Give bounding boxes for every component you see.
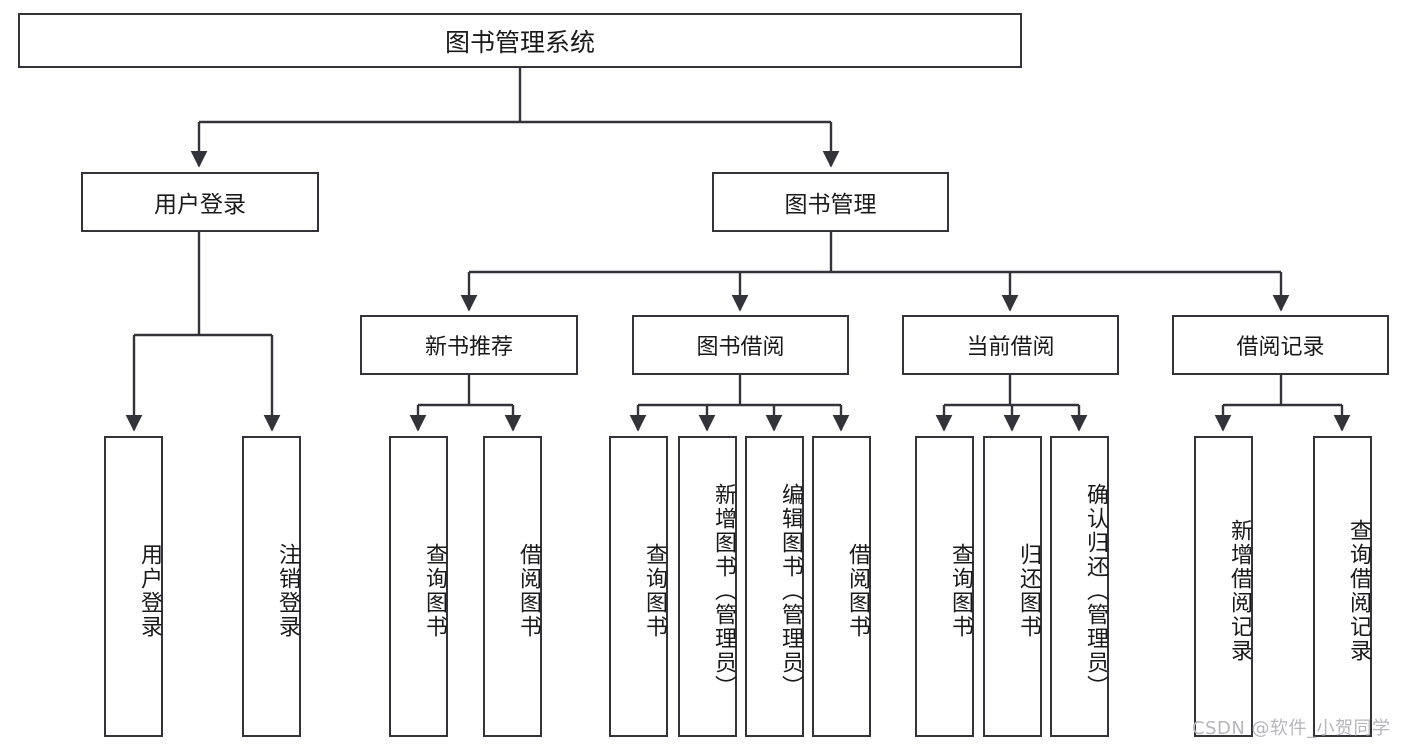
node-user-login[interactable]: 用户登录 xyxy=(81,172,319,232)
leaf-query-book-current[interactable]: 查询图书 xyxy=(915,436,974,737)
csdn-watermark: CSDN @软件_小贺同学 xyxy=(1192,718,1391,739)
leaf-edit-book-admin[interactable]: 编辑图书（管理员） xyxy=(745,436,804,737)
node-borrow-record[interactable]: 借阅记录 xyxy=(1172,315,1389,375)
node-root[interactable]: 图书管理系统 xyxy=(18,13,1022,68)
leaf-return-book[interactable]: 归还图书 xyxy=(983,436,1042,737)
leaf-user-login[interactable]: 用户登录 xyxy=(104,436,163,737)
node-current-borrow[interactable]: 当前借阅 xyxy=(902,315,1119,375)
node-new-book-recommend[interactable]: 新书推荐 xyxy=(360,315,578,375)
leaf-query-book-newbook[interactable]: 查询图书 xyxy=(389,436,448,737)
leaf-borrow-book[interactable]: 借阅图书 xyxy=(812,436,871,737)
leaf-confirm-return-admin[interactable]: 确认归还（管理员） xyxy=(1050,436,1109,737)
leaf-add-book-admin[interactable]: 新增图书（管理员） xyxy=(678,436,737,737)
leaf-query-borrow-record[interactable]: 查询借阅记录 xyxy=(1313,436,1372,737)
leaf-query-book-borrow[interactable]: 查询图书 xyxy=(609,436,668,737)
leaf-logout[interactable]: 注销登录 xyxy=(242,436,301,737)
node-book-management[interactable]: 图书管理 xyxy=(712,172,949,232)
leaf-add-borrow-record[interactable]: 新增借阅记录 xyxy=(1194,436,1253,737)
node-book-borrow[interactable]: 图书借阅 xyxy=(632,315,849,375)
leaf-borrow-book-newbook[interactable]: 借阅图书 xyxy=(483,436,542,737)
